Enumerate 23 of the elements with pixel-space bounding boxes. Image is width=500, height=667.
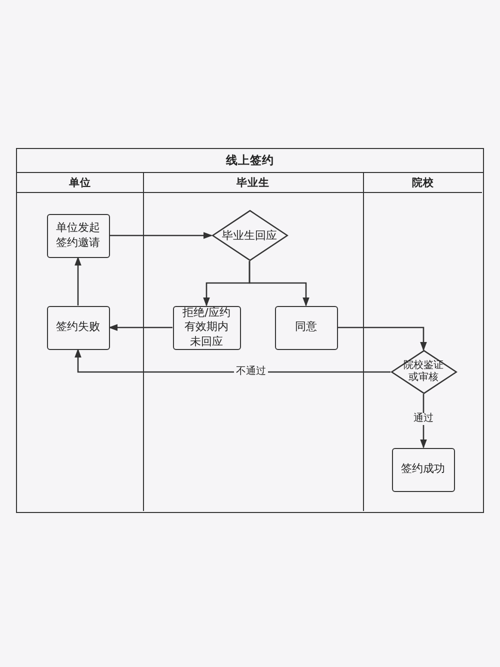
decision-diamond: 毕业生回应 bbox=[212, 210, 288, 261]
process-box: 同意 bbox=[274, 306, 338, 350]
decision-diamond: 院校鉴证或审核 bbox=[390, 350, 456, 394]
arrow bbox=[248, 261, 310, 306]
process-box: 拒绝/应约有效期内未回应 bbox=[172, 306, 240, 350]
arrow bbox=[110, 232, 212, 239]
arrow bbox=[338, 326, 427, 350]
pool-title: 线上签约 bbox=[17, 149, 483, 173]
swimlane-pool bbox=[16, 148, 484, 513]
arrow bbox=[74, 349, 390, 373]
swimlane bbox=[144, 173, 364, 511]
edge-label: 不通过 bbox=[234, 366, 268, 378]
arrow bbox=[420, 394, 427, 448]
edge-label: 通过 bbox=[412, 413, 436, 425]
process-box: 签约成功 bbox=[392, 448, 454, 492]
arrow bbox=[74, 257, 82, 306]
process-box: 单位发起签约邀请 bbox=[46, 214, 110, 258]
lane-header: 院校 bbox=[364, 173, 482, 193]
arrow bbox=[109, 324, 172, 331]
lane-header: 毕业生 bbox=[144, 173, 362, 193]
lane-header: 单位 bbox=[17, 173, 142, 193]
swimlane bbox=[17, 173, 144, 511]
process-box: 签约失败 bbox=[46, 306, 110, 350]
